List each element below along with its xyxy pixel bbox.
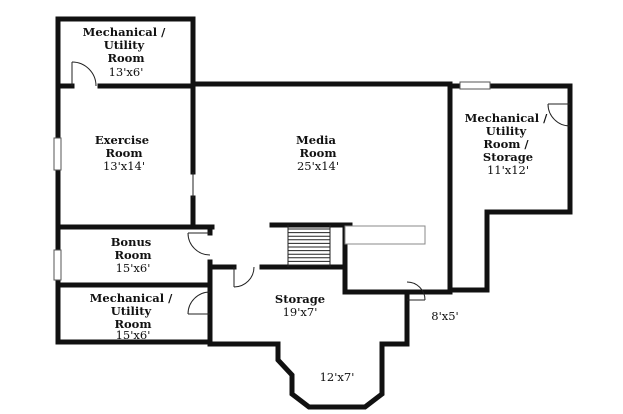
room-dim-mech-storage: 11'x12'	[487, 163, 529, 177]
room-name-storage: Storage	[275, 292, 325, 306]
room-dim-small: 8'x5'	[431, 309, 458, 323]
window-bonus	[53, 249, 62, 281]
room-name-exercise: Exercise Room	[95, 133, 153, 160]
room-labels: Mechanical / Utility Room 13'x6' Exercis…	[83, 25, 552, 384]
window-exercise	[53, 137, 62, 171]
room-name-media: Media Room	[296, 133, 340, 160]
room-dim-storage: 19'x7'	[283, 305, 318, 319]
stair-landing	[344, 225, 426, 245]
room-name-mech-top: Mechanical / Utility Room	[83, 25, 170, 65]
staircase	[287, 225, 426, 267]
room-dim-media: 25'x14'	[297, 159, 339, 173]
doors	[71, 61, 571, 315]
room-dim-exercise: 13'x14'	[103, 159, 145, 173]
room-dim-bay: 12'x7'	[320, 370, 355, 384]
room-dim-mech-top: 13'x6'	[109, 65, 144, 79]
window-mech-storage-top	[459, 81, 491, 90]
interior-walls	[55, 83, 453, 347]
room-name-mech-bottom: Mechanical / Utility Room	[90, 291, 177, 331]
room-dim-mech-bottom: 15'x6'	[116, 328, 151, 342]
room-name-mech-storage: Mechanical / Utility Room / Storage	[465, 111, 552, 164]
windows	[53, 81, 491, 281]
room-dim-bonus: 15'x6'	[116, 261, 151, 275]
room-name-bonus: Bonus Room	[111, 235, 156, 262]
